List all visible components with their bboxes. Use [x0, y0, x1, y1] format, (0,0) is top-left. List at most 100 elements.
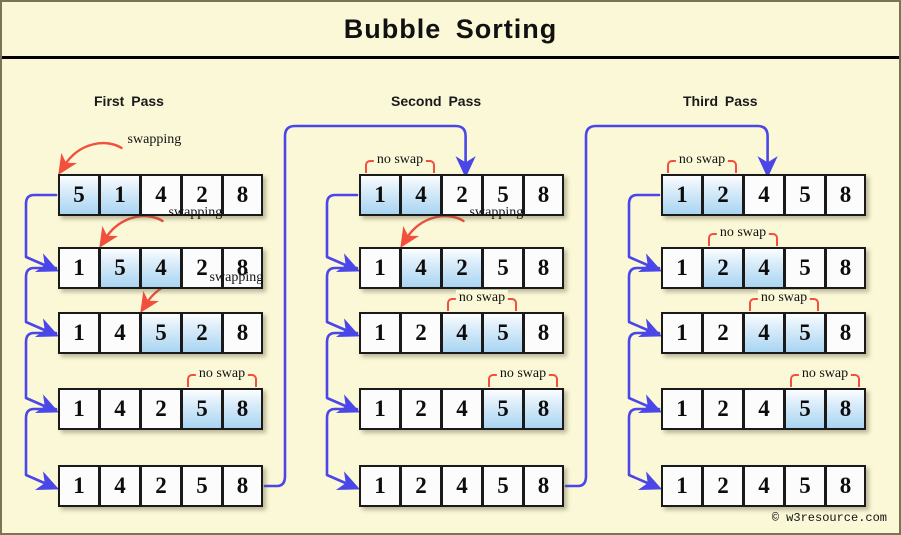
no-swap-annotation: no swap [749, 290, 819, 312]
no-swap-label: no swap [675, 152, 729, 168]
array-cell: 8 [222, 388, 263, 430]
array-cell: 5 [784, 312, 825, 354]
array-cell: 5 [784, 174, 825, 216]
array-cell: 5 [181, 388, 222, 430]
array-cell: 4 [99, 465, 140, 507]
array-cell: 2 [702, 312, 743, 354]
no-swap-annotation: no swap [708, 225, 778, 247]
array-cell: 5 [784, 388, 825, 430]
array-cell: 8 [825, 312, 866, 354]
array-cell: 8 [825, 174, 866, 216]
no-swap-annotation: no swap [488, 366, 558, 388]
array-cell: 2 [181, 174, 222, 216]
array-cell: 8 [825, 247, 866, 289]
array-cell: 2 [441, 174, 482, 216]
array-cell: 2 [140, 388, 181, 430]
array-cell: 4 [99, 388, 140, 430]
array-cell: 8 [222, 174, 263, 216]
title-bar: Bubble Sorting [2, 2, 899, 59]
array-cell: 8 [523, 312, 564, 354]
array-cell: 8 [523, 465, 564, 507]
array-cell: 1 [661, 247, 702, 289]
array-cell: 1 [359, 247, 400, 289]
array-cell: 1 [58, 312, 99, 354]
array-cell: 5 [482, 174, 523, 216]
no-swap-label: no swap [716, 225, 770, 241]
array-cell: 8 [825, 465, 866, 507]
no-swap-label: no swap [496, 366, 550, 382]
no-swap-label: no swap [373, 152, 427, 168]
array-cell: 1 [661, 312, 702, 354]
array-cell: 1 [58, 247, 99, 289]
array-cell: 8 [222, 312, 263, 354]
array-cell: 5 [784, 465, 825, 507]
pass-header-second: Second Pass [391, 93, 482, 109]
array-cell: 4 [743, 247, 784, 289]
array-cell: 1 [359, 174, 400, 216]
no-swap-label: no swap [757, 290, 811, 306]
array-cell: 1 [99, 174, 140, 216]
array-cell: 5 [482, 465, 523, 507]
array-cell: 4 [140, 247, 181, 289]
no-swap-annotation: no swap [187, 366, 257, 388]
array-cell: 5 [482, 312, 523, 354]
array-cell: 5 [140, 312, 181, 354]
array-cell: 2 [400, 388, 441, 430]
array-cell: 1 [359, 465, 400, 507]
array-cell: 4 [400, 174, 441, 216]
array-cell: 1 [661, 465, 702, 507]
no-swap-annotation: no swap [790, 366, 860, 388]
array-cell: 8 [222, 247, 263, 289]
array-cell: 4 [743, 312, 784, 354]
no-swap-annotation: no swap [447, 290, 517, 312]
array-cell: 5 [482, 247, 523, 289]
array-cell: 4 [743, 174, 784, 216]
array-cell: 1 [359, 312, 400, 354]
array-cell: 4 [140, 174, 181, 216]
pass-header-first: First Pass [94, 93, 164, 109]
array-cell: 4 [441, 312, 482, 354]
array-cell: 1 [661, 388, 702, 430]
array-cell: 8 [523, 247, 564, 289]
array-cell: 4 [743, 465, 784, 507]
array-cell: 8 [523, 174, 564, 216]
array-cell: 4 [400, 247, 441, 289]
array-cell: 8 [825, 388, 866, 430]
array-cell: 1 [58, 465, 99, 507]
array-cell: 4 [441, 388, 482, 430]
array-cell: 1 [661, 174, 702, 216]
array-cell: 2 [702, 465, 743, 507]
no-swap-annotation: no swap [365, 152, 435, 174]
no-swap-label: no swap [798, 366, 852, 382]
array-cell: 2 [181, 312, 222, 354]
array-cell: 1 [359, 388, 400, 430]
swapping-label: swapping [209, 270, 264, 285]
array-cell: 1 [58, 388, 99, 430]
array-cell: 2 [400, 465, 441, 507]
array-cell: 4 [441, 465, 482, 507]
array-cell: 2 [702, 388, 743, 430]
no-swap-label: no swap [195, 366, 249, 382]
array-cell: 2 [702, 247, 743, 289]
pass-header-third: Third Pass [683, 93, 758, 109]
swapping-label: swapping [127, 132, 182, 147]
array-cell: 5 [482, 388, 523, 430]
array-cell: 2 [441, 247, 482, 289]
array-cell: 5 [181, 465, 222, 507]
array-cell: 5 [99, 247, 140, 289]
swapping-label: swapping [469, 205, 524, 220]
array-cell: 5 [58, 174, 99, 216]
